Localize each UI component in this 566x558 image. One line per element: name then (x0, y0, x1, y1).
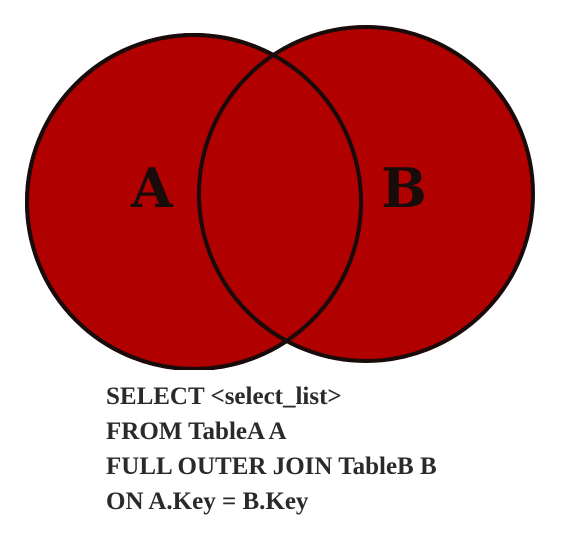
circle-a-outline (25, 33, 363, 370)
sql-line-from: FROM TableA A (106, 418, 287, 445)
circle-b-label: B (381, 156, 427, 220)
circle-b (197, 25, 535, 363)
sql-line-join: FULL OUTER JOIN TableB B (106, 453, 437, 480)
sql-line-select: SELECT <select_list> (106, 383, 342, 410)
circle-a-label: A (130, 156, 174, 220)
venn-diagram: A B (25, 25, 535, 370)
sql-query: SELECT <select_list> FROM TableA A FULL … (106, 379, 437, 519)
sql-line-on: ON A.Key = B.Key (106, 488, 309, 515)
